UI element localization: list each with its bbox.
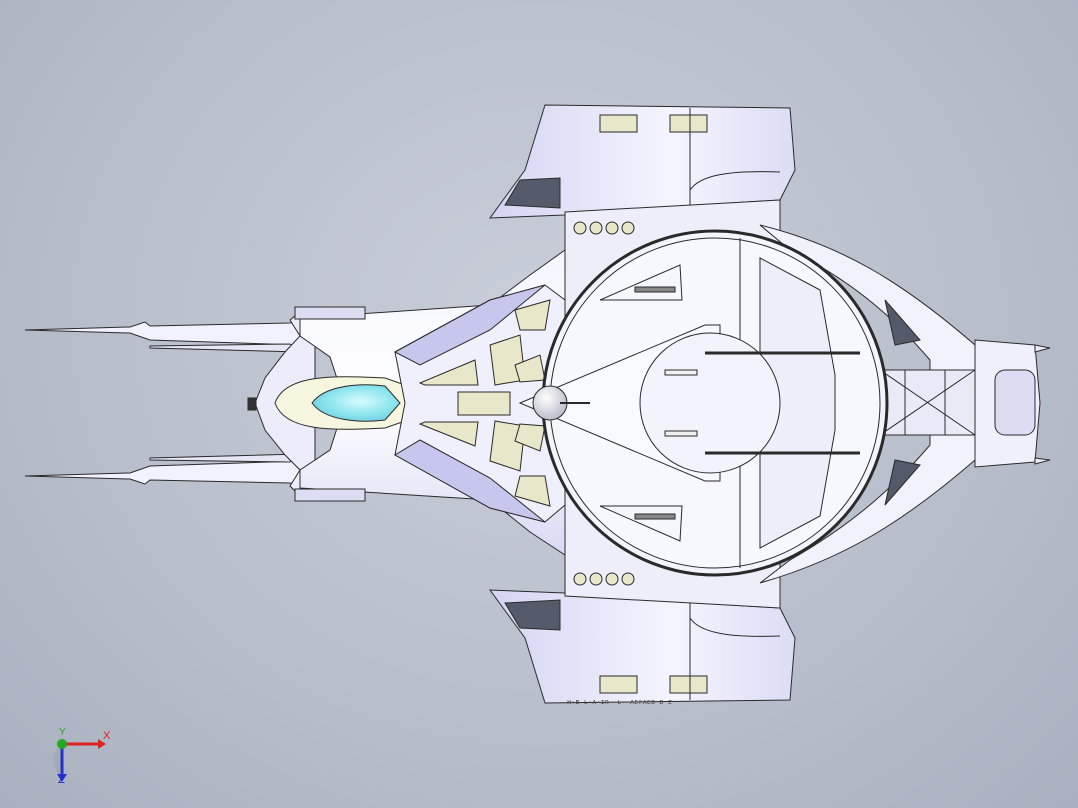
forward-antennas <box>24 319 302 487</box>
reference-triad: X Y Z <box>40 722 130 802</box>
hull-panels <box>418 299 551 507</box>
engine-block <box>879 339 1051 468</box>
hull-marking: ʜ◦ʙ ʟ·ʌ·ɪʀ ·ʟ ·ᴧᴇᴦᴧᴇᴅ ᴅ ᴢ <box>567 699 672 707</box>
axis-y-label: Y <box>59 727 66 738</box>
axis-z-head <box>57 774 67 782</box>
ship-drawing: ʜ◦ʙ ʟ·ʌ·ɪʀ ·ʟ ·ᴧᴇᴦᴧᴇᴅ ᴅ ᴢ <box>24 104 1051 707</box>
triad-arrows <box>53 739 106 782</box>
saucer-hatches <box>599 264 683 542</box>
axis-y-dot <box>57 739 67 749</box>
upper-port-row <box>573 221 635 235</box>
lower-port-row <box>573 572 635 586</box>
axis-x-head <box>98 739 106 749</box>
axis-z-label: Z <box>58 774 65 786</box>
axis-x-label: X <box>103 730 111 742</box>
